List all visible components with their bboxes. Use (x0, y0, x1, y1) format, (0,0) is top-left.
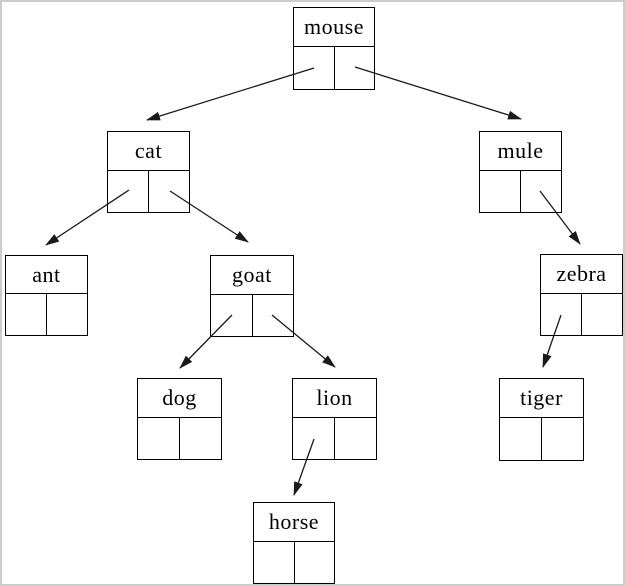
tree-node-goat: goat (210, 255, 294, 337)
node-label-horse: horse (254, 503, 334, 542)
edge-mouse-mule (354, 66, 522, 120)
node-label-ant: ant (6, 256, 87, 295)
node-pointer-cells (500, 418, 583, 460)
left-pointer-cell (254, 541, 295, 583)
node-label-zebra: zebra (541, 255, 622, 294)
node-label-mule: mule (480, 132, 561, 171)
node-pointer-cells (254, 541, 335, 583)
tree-node-mouse: mouse (293, 7, 375, 90)
node-label-cat: cat (108, 132, 189, 171)
node-label-goat: goat (211, 256, 293, 295)
right-pointer-cell (582, 294, 622, 335)
node-pointer-cells (294, 47, 374, 89)
left-pointer-cell (500, 418, 542, 460)
node-label-lion: lion (293, 379, 376, 418)
tree-node-mule: mule (479, 131, 562, 213)
node-pointer-cells (6, 294, 87, 335)
right-pointer-cell (335, 47, 375, 89)
left-pointer-cell (480, 170, 521, 212)
right-pointer-cell (521, 171, 561, 212)
right-pointer-cell (180, 418, 221, 459)
left-pointer-cell (6, 294, 47, 335)
node-label-mouse: mouse (294, 8, 374, 48)
right-pointer-cell (149, 171, 189, 212)
node-pointer-cells (211, 294, 294, 336)
tree-node-cat: cat (107, 131, 190, 213)
node-label-dog: dog (138, 379, 221, 418)
left-pointer-cell (541, 293, 582, 335)
tree-node-dog: dog (137, 378, 222, 460)
tree-node-zebra: zebra (540, 254, 623, 336)
tree-node-horse: horse (253, 502, 335, 584)
left-pointer-cell (293, 417, 335, 459)
right-pointer-cell (47, 294, 87, 335)
node-pointer-cells (138, 417, 221, 459)
right-pointer-cell (542, 418, 583, 460)
edge-mouse-cat (146, 67, 315, 121)
node-label-tiger: tiger (500, 379, 583, 419)
left-pointer-cell (138, 417, 180, 459)
right-pointer-cell (335, 418, 376, 459)
node-pointer-cells (541, 293, 622, 335)
left-pointer-cell (108, 170, 149, 212)
left-pointer-cell (211, 294, 253, 336)
node-pointer-cells (108, 170, 189, 212)
node-pointer-cells (293, 417, 376, 459)
tree-node-tiger: tiger (499, 378, 584, 461)
right-pointer-cell (295, 542, 335, 583)
node-pointer-cells (480, 170, 561, 212)
tree-node-lion: lion (292, 378, 377, 460)
tree-node-ant: ant (5, 255, 88, 336)
left-pointer-cell (294, 47, 335, 89)
right-pointer-cell (253, 295, 294, 336)
